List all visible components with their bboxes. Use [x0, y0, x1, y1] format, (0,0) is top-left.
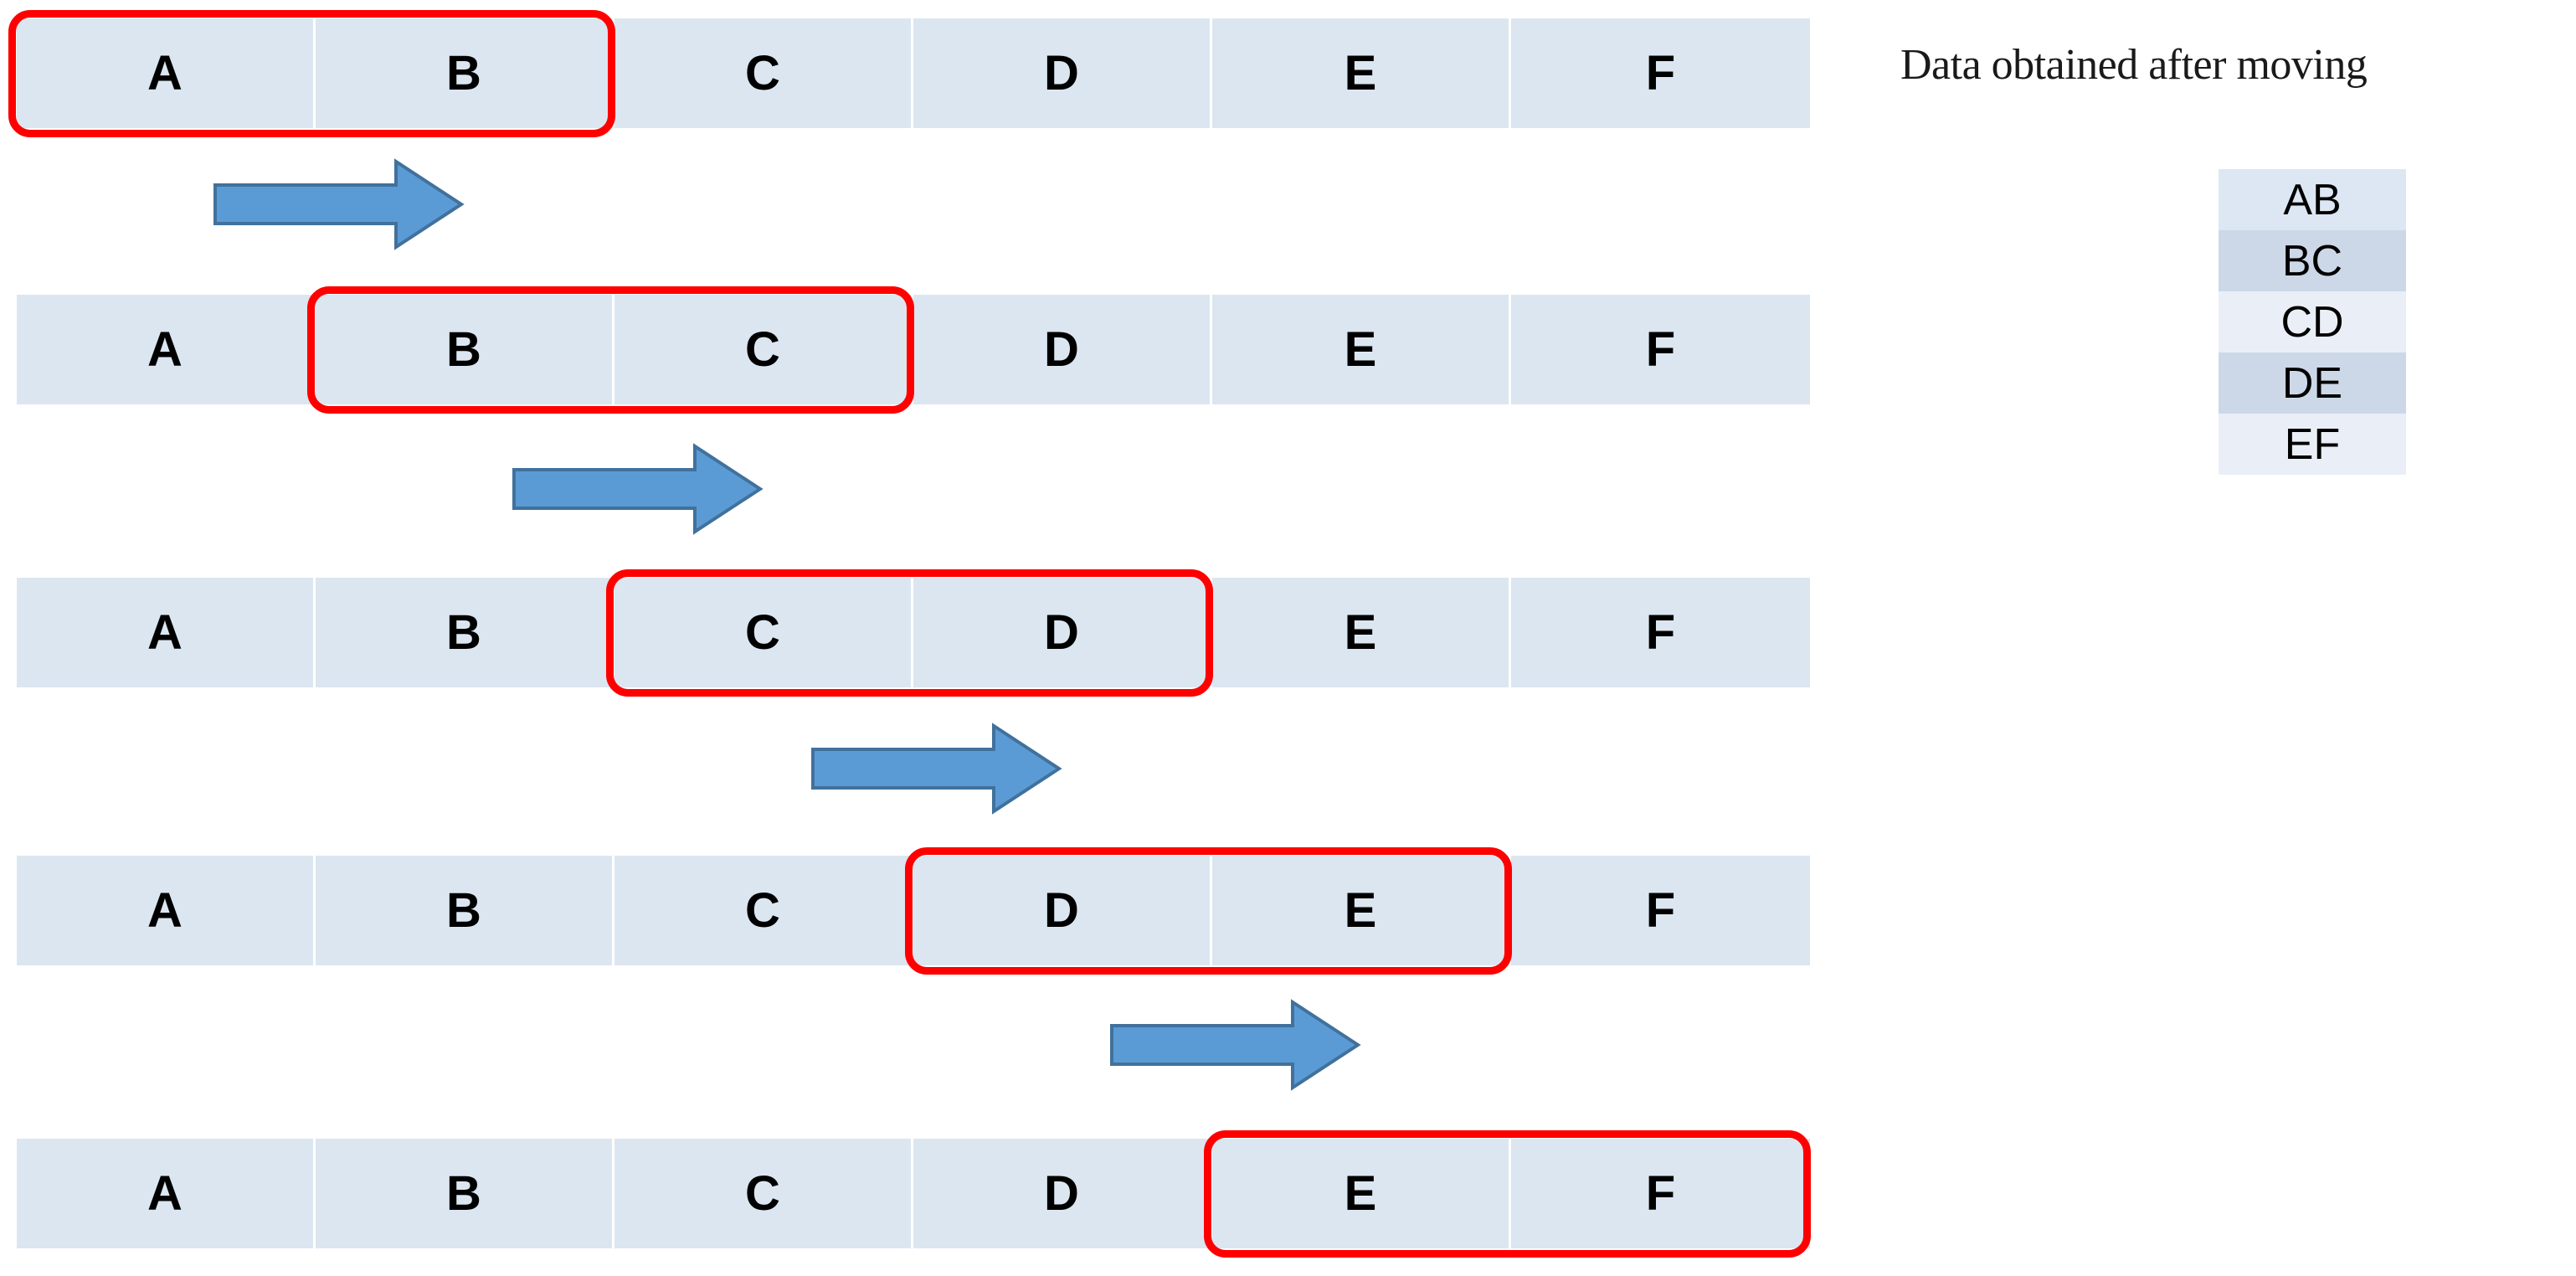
sequence-cell: C: [614, 295, 913, 404]
result-item: EF: [2219, 414, 2406, 475]
sequence-cell: C: [614, 856, 913, 965]
sequence-cell: B: [316, 856, 614, 965]
results-panel: Data obtained after moving AB BC CD DE E…: [1884, 0, 2576, 1276]
sequence-cell: F: [1511, 1139, 1810, 1248]
sequence-cell: E: [1212, 578, 1511, 687]
sequence-cell: C: [614, 1139, 913, 1248]
sequence-cell: B: [316, 18, 614, 128]
sequence-cell: E: [1212, 856, 1511, 965]
sequence-cell: B: [316, 295, 614, 404]
sequence-cell: D: [913, 856, 1212, 965]
sequence-cell: C: [614, 18, 913, 128]
sequence-cell: A: [17, 856, 316, 965]
sequence-row: A B C D E F: [17, 295, 1812, 404]
sequence-cell: F: [1511, 578, 1810, 687]
sequence-row: A B C D E F: [17, 1139, 1812, 1248]
sequence-cell: A: [17, 295, 316, 404]
results-panel-title: Data obtained after moving: [1900, 41, 2368, 89]
sequence-cell: F: [1511, 18, 1810, 128]
sequence-cell: F: [1511, 295, 1810, 404]
sequence-cell: D: [913, 18, 1212, 128]
sequence-cell: A: [17, 1139, 316, 1248]
sequence-row: A B C D E F: [17, 856, 1812, 965]
right-block-arrow-icon: [213, 157, 465, 251]
sequence-cell: A: [17, 18, 316, 128]
sequence-row: A B C D E F: [17, 578, 1812, 687]
result-item: DE: [2219, 352, 2406, 414]
right-block-arrow-icon: [811, 722, 1062, 816]
sequence-cell: F: [1511, 856, 1810, 965]
sequence-cell: E: [1212, 1139, 1511, 1248]
right-block-arrow-icon: [512, 442, 764, 536]
sequence-cell: D: [913, 578, 1212, 687]
sequence-row: A B C D E F: [17, 18, 1812, 128]
right-block-arrow-icon: [1110, 998, 1361, 1092]
result-item: CD: [2219, 291, 2406, 352]
sequence-cell: E: [1212, 295, 1511, 404]
sequence-cell: D: [913, 1139, 1212, 1248]
sequence-cell: B: [316, 578, 614, 687]
results-list: AB BC CD DE EF: [2219, 169, 2406, 475]
sliding-window-diagram: A B C D E F A B C D E F A B C D E F: [8, 10, 1812, 1258]
sequence-cell: C: [614, 578, 913, 687]
sequence-cell: E: [1212, 18, 1511, 128]
result-item: BC: [2219, 230, 2406, 291]
sequence-cell: B: [316, 1139, 614, 1248]
sequence-cell: A: [17, 578, 316, 687]
result-item: AB: [2219, 169, 2406, 230]
sequence-cell: D: [913, 295, 1212, 404]
